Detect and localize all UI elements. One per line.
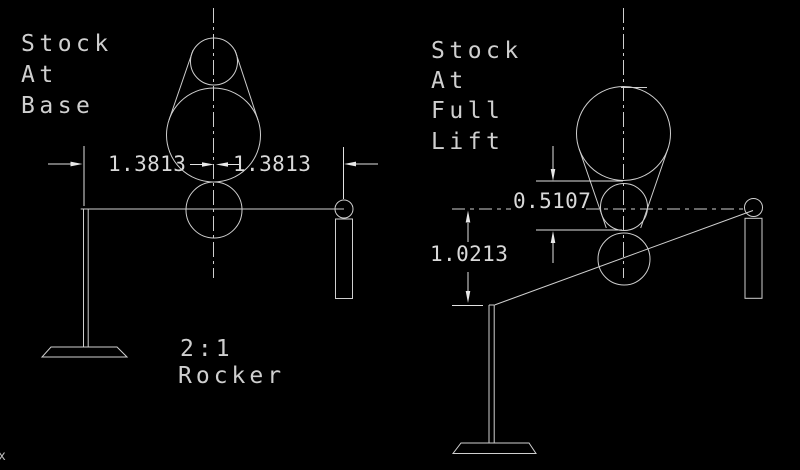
left-view-title-line3: Base	[21, 93, 95, 119]
ratio-note-line2: Rocker	[178, 363, 286, 389]
left-dim-text-left: 1.3813	[108, 152, 187, 176]
right-roller-circle	[597, 232, 651, 286]
right-cam-flank-left	[578, 148, 607, 229]
lift-dim-arrow-up-icon	[550, 231, 556, 243]
ratio-note-line1: 2:1	[180, 336, 234, 362]
right-view-title-line2: At	[431, 68, 468, 94]
left-view-dimension	[48, 146, 378, 206]
left-roller-circle	[185, 181, 243, 239]
left-dim-arrow-center-b-icon	[216, 162, 228, 167]
drop-dim-arrow-up-icon	[465, 210, 471, 223]
left-pushrod-ball	[334, 199, 354, 219]
left-cam-flank-left	[168, 49, 194, 121]
drop-dim-arrow-down-icon	[465, 291, 471, 303]
left-view-title-line2: At	[21, 62, 58, 88]
left-base-stand	[40, 346, 129, 358]
left-pushrod-body	[335, 218, 353, 299]
left-dim-arrow-right-icon	[344, 161, 356, 167]
right-view-title-line1: Stock	[431, 38, 523, 64]
left-view-geometry	[40, 8, 354, 358]
lift-dim-arrow-down-icon	[550, 169, 556, 181]
ucs-x-axis-label: x	[0, 449, 6, 464]
right-view-title-line3: Full	[431, 98, 505, 124]
right-view-title-line4: Lift	[431, 129, 505, 155]
left-view-title-line1: Stock	[21, 31, 113, 57]
drop-dim-text: 1.0213	[430, 242, 509, 266]
right-rocker-arm-line	[494, 210, 754, 306]
right-base-stand	[451, 442, 537, 454]
right-cam-base-circle	[576, 86, 671, 181]
lift-dim-text: 0.5107	[513, 189, 592, 213]
left-dim-arrow-center-a-icon	[202, 162, 214, 167]
right-view-dimensions	[452, 146, 623, 306]
right-pushrod-body	[744, 217, 763, 299]
left-dim-text-right: 1.3813	[233, 152, 312, 176]
right-pushrod-ball	[744, 198, 763, 217]
left-cam-flank-right	[234, 49, 259, 121]
left-cam-nose-circle	[190, 37, 238, 86]
right-view-geometry	[451, 8, 763, 454]
left-dim-arrow-left-icon	[70, 161, 83, 167]
right-cam-flank-right	[640, 148, 669, 229]
